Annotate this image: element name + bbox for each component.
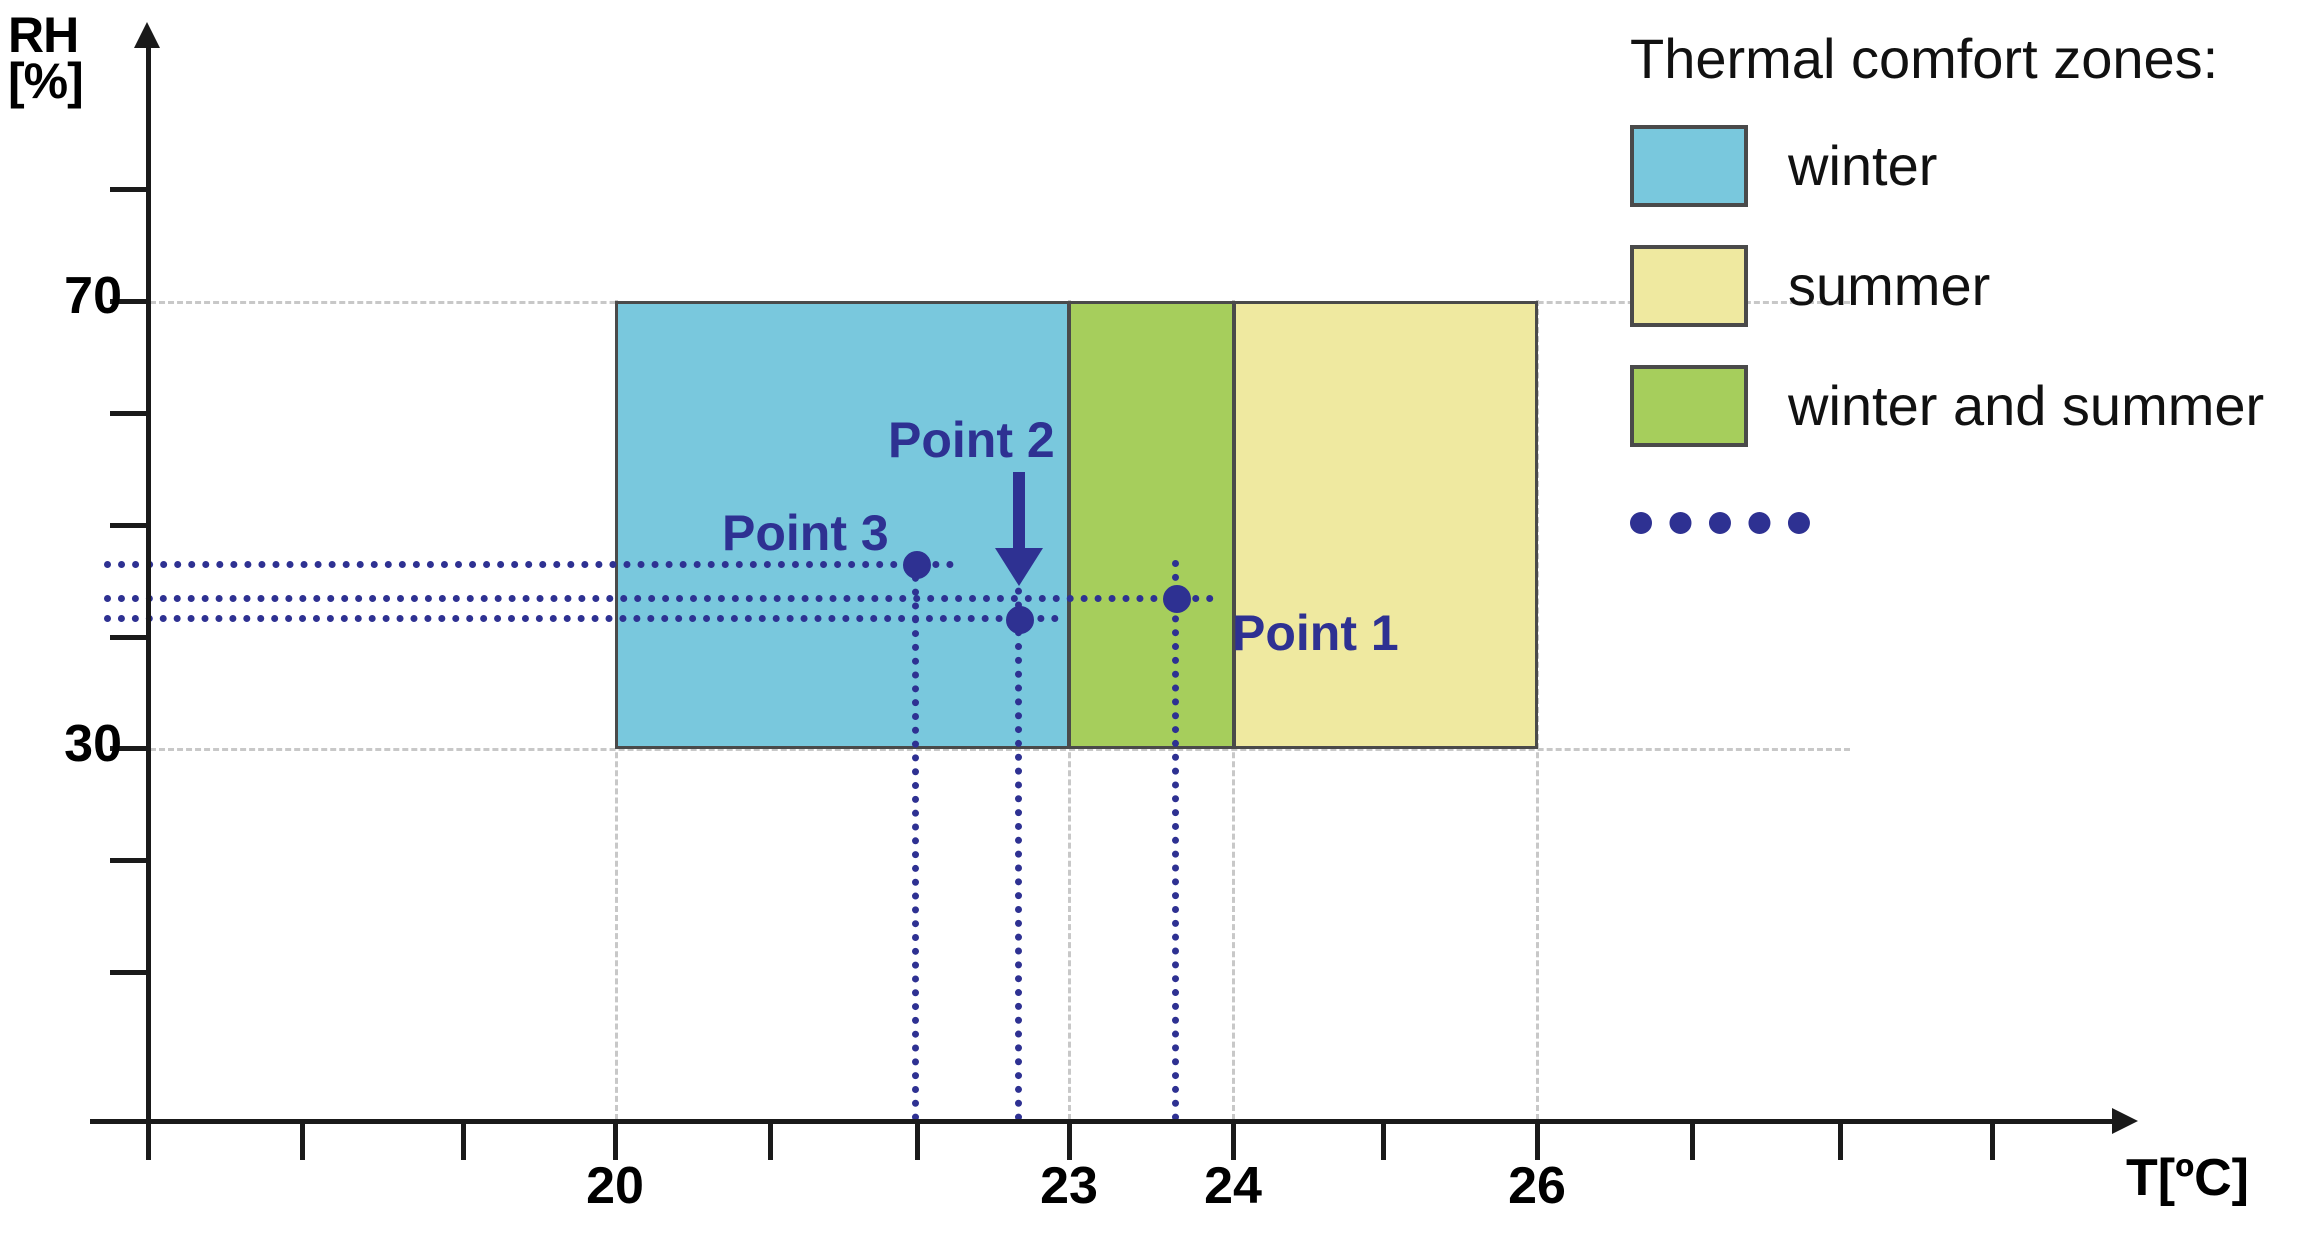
y-tick-minor-3 xyxy=(110,523,148,528)
x-tick-label-20: 20 xyxy=(586,1157,644,1215)
legend-swatch-summer xyxy=(1630,244,1748,327)
data-point-point1[interactable] xyxy=(1163,585,1191,613)
gridline-rh-30 xyxy=(150,748,1850,751)
y-axis-title: RH [%] xyxy=(8,7,84,109)
x-tick-label-26: 26 xyxy=(1508,1157,1566,1215)
x-tick-23 xyxy=(1067,1122,1072,1160)
x-tick-24 xyxy=(1231,1122,1236,1160)
x-tick-20 xyxy=(613,1122,618,1160)
y-tick-30 xyxy=(110,746,148,751)
data-point-point3[interactable] xyxy=(903,551,931,579)
legend-swatch-dotted-guide-line xyxy=(1630,511,1810,534)
legend-title: Thermal comfort zones: xyxy=(1630,27,2219,90)
x-tick-minor-8 xyxy=(1838,1122,1843,1160)
x-tick-minor-2 xyxy=(300,1122,305,1160)
guide-line-point1-vertical xyxy=(1172,560,1179,1121)
x-tick-minor-6 xyxy=(1381,1122,1386,1160)
y-axis-arrow-icon xyxy=(134,22,160,48)
legend-item-guide-line[interactable] xyxy=(1630,503,2314,543)
zone-winter-and-summer xyxy=(1068,301,1235,749)
y-axis-title-line2: [%] xyxy=(8,53,84,109)
guide-line-point2-horizontal xyxy=(104,615,1059,622)
x-tick-label-23: 23 xyxy=(1040,1157,1098,1215)
guide-line-point3-vertical xyxy=(912,561,919,1121)
legend: Thermal comfort zones: winter summer win… xyxy=(1630,27,2314,543)
data-point-point2[interactable] xyxy=(1006,606,1034,634)
y-tick-70 xyxy=(110,299,148,304)
legend-swatch-winter-and-summer xyxy=(1630,364,1748,447)
y-tick-minor-1 xyxy=(110,187,148,192)
legend-item-summer[interactable]: summer xyxy=(1630,243,2314,329)
zone-winter xyxy=(615,301,1070,749)
x-tick-minor-9 xyxy=(1990,1122,1995,1160)
zone-summer xyxy=(1233,301,1538,749)
y-tick-minor-5 xyxy=(110,858,148,863)
legend-label-winter-and-summer: winter and summer xyxy=(1788,374,2265,438)
point2-leader-arrow-head xyxy=(995,548,1043,586)
x-axis-arrow-icon xyxy=(2112,1108,2138,1134)
legend-label-summer: summer xyxy=(1788,254,1991,318)
x-axis-title: T[ºC] xyxy=(2126,1149,2249,1207)
legend-item-winter[interactable]: winter xyxy=(1630,123,2314,209)
point-label-point2: Point 2 xyxy=(888,412,1055,468)
point-label-point3: Point 3 xyxy=(722,505,889,561)
legend-swatch-winter xyxy=(1630,124,1748,207)
y-axis-line xyxy=(146,40,151,1122)
x-tick-minor-3 xyxy=(461,1122,466,1160)
y-tick-minor-4 xyxy=(110,635,148,640)
x-axis-line xyxy=(90,1119,2120,1124)
guide-line-point1-horizontal xyxy=(104,595,1214,602)
y-tick-label-70: 70 xyxy=(64,267,122,325)
legend-label-winter: winter xyxy=(1788,134,1938,198)
guide-line-point3-horizontal xyxy=(104,561,954,568)
guide-line-point2-vertical xyxy=(1015,560,1022,1121)
point-label-point1: Point 1 xyxy=(1232,605,1399,661)
x-tick-minor-5 xyxy=(915,1122,920,1160)
y-tick-label-30: 30 xyxy=(64,715,122,773)
y-axis-title-line1: RH xyxy=(8,7,79,63)
y-tick-minor-2 xyxy=(110,411,148,416)
x-tick-minor-1 xyxy=(146,1122,151,1160)
x-tick-label-24: 24 xyxy=(1204,1157,1262,1215)
x-tick-minor-7 xyxy=(1690,1122,1695,1160)
x-tick-minor-4 xyxy=(768,1122,773,1160)
x-tick-26 xyxy=(1535,1122,1540,1160)
point2-leader-arrow-shaft xyxy=(1013,472,1025,554)
y-tick-minor-6 xyxy=(110,970,148,975)
legend-item-winter-and-summer[interactable]: winter and summer xyxy=(1630,363,2314,449)
